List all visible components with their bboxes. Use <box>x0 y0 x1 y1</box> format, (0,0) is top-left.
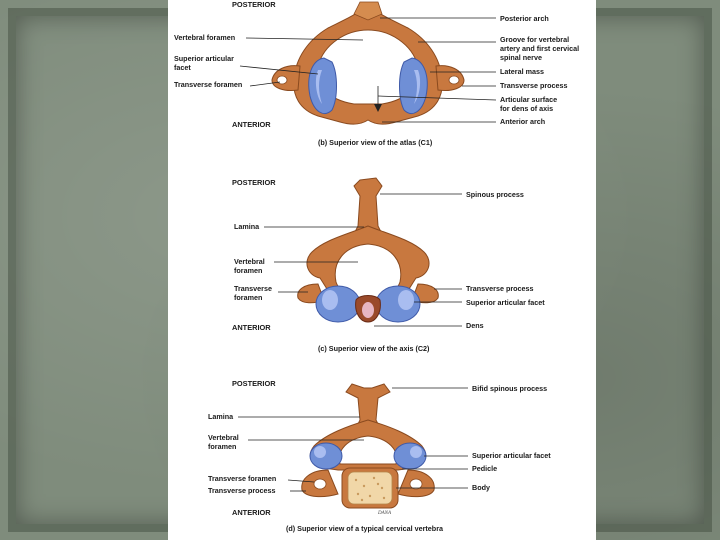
cervical-body-surface <box>348 472 392 504</box>
atlas-label-transverse-foramen: Transverse foramen <box>174 80 242 89</box>
axis-left-facet-highlight <box>322 290 338 310</box>
atlas-label-facet: facet <box>174 63 191 72</box>
cervical-label-vertebral: Vertebral <box>208 433 239 442</box>
cervical-right-facet-highlight <box>410 446 422 458</box>
cervical-label-transverse-foramen: Transverse foramen <box>208 474 276 483</box>
atlas-label-transverse-process: Transverse process <box>500 81 568 90</box>
cervical-label-lamina: Lamina <box>208 412 234 421</box>
atlas-label-anterior-arch: Anterior arch <box>500 117 545 126</box>
axis-figure <box>298 178 439 322</box>
atlas-label-posterior-arch: Posterior arch <box>500 14 549 23</box>
cervical-anterior-label: ANTERIOR <box>232 508 271 517</box>
cervical-label-transverse-process: Transverse process <box>208 486 276 495</box>
atlas-label-articular-surface: Articular surface <box>500 95 557 104</box>
cervical-label-body: Body <box>472 483 490 492</box>
axis-label-superior-articular-facet: Superior articular facet <box>466 298 545 307</box>
atlas-label-dens-of-axis: for dens of axis <box>500 104 553 113</box>
axis-label-transverse-foramen: foramen <box>234 293 262 302</box>
atlas-anterior-label: ANTERIOR <box>232 120 271 129</box>
axis-label-spinous-process: Spinous process <box>466 190 524 199</box>
atlas-label-groove-1: Groove for vertebral <box>500 35 569 44</box>
atlas-leader-vertebral-foramen <box>246 38 363 40</box>
axis-label-transverse-process: Transverse process <box>466 284 534 293</box>
atlas-posterior-label: POSTERIOR <box>232 0 276 9</box>
atlas-left-transverse-foramen <box>277 76 287 84</box>
atlas-caption: (b) Superior view of the atlas (C1) <box>318 138 433 147</box>
vertebrae-illustration: POSTERIOR ANTERIOR (b) Superior view of … <box>168 0 596 540</box>
cervical-right-facet <box>394 443 426 469</box>
figure-panel: POSTERIOR ANTERIOR (b) Superior view of … <box>168 0 596 540</box>
atlas-label-vertebral-foramen: Vertebral foramen <box>174 33 235 42</box>
axis-caption: (c) Superior view of the axis (C2) <box>318 344 430 353</box>
atlas-label-superior-articular: Superior articular <box>174 54 234 63</box>
axis-anterior-label: ANTERIOR <box>232 323 271 332</box>
atlas-figure <box>272 2 464 124</box>
atlas-right-transverse-foramen <box>449 76 459 84</box>
cervical-label-foramen: foramen <box>208 442 236 451</box>
atlas-right-facet <box>400 58 428 114</box>
cervical-label-superior-articular-facet: Superior articular facet <box>472 451 551 460</box>
artist-signature: DANA <box>377 511 392 516</box>
cervical-left-transverse-foramen <box>314 479 326 489</box>
axis-posterior-label: POSTERIOR <box>232 178 276 187</box>
cervical-right-transverse-foramen <box>410 479 422 489</box>
axis-label-transverse: Transverse <box>234 284 272 293</box>
atlas-label-lateral-mass: Lateral mass <box>500 67 544 76</box>
cervical-caption: (d) Superior view of a typical cervical … <box>286 524 444 533</box>
cervical-label-pedicle: Pedicle <box>472 464 497 473</box>
cervical-label-bifid-spinous-process: Bifid spinous process <box>472 384 547 393</box>
axis-right-facet <box>376 286 420 322</box>
axis-left-facet <box>316 286 360 322</box>
axis-right-facet-highlight <box>398 290 414 310</box>
axis-label-dens: Dens <box>466 321 484 330</box>
axis-label-foramen: foramen <box>234 266 262 275</box>
cervical-left-facet-highlight <box>314 446 326 458</box>
cervical-left-facet <box>310 443 342 469</box>
axis-label-vertebral: Vertebral <box>234 257 265 266</box>
cervical-figure <box>302 384 434 508</box>
axis-dens-tip <box>362 302 374 318</box>
atlas-label-groove-3: spinal nerve <box>500 53 542 62</box>
axis-label-lamina: Lamina <box>234 222 260 231</box>
atlas-label-groove-2: artery and first cervical <box>500 44 579 53</box>
cervical-posterior-label: POSTERIOR <box>232 379 276 388</box>
atlas-left-facet <box>309 58 337 114</box>
